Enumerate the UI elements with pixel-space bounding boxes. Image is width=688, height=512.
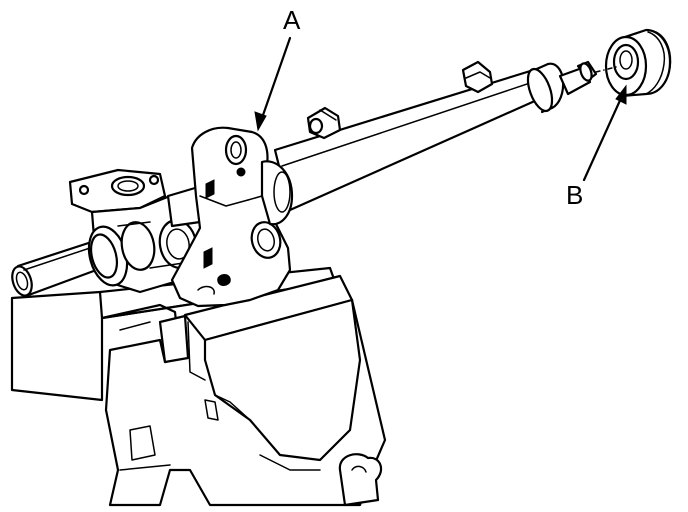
callout-b: B (566, 84, 627, 210)
callout-b-label: B (566, 180, 583, 210)
callout-a-label: A (283, 5, 301, 35)
end-cap (595, 28, 672, 98)
rack-tube (273, 60, 598, 212)
callout-a: A (254, 5, 301, 132)
mounting-bracket (170, 126, 294, 308)
bench-vise (10, 266, 387, 507)
